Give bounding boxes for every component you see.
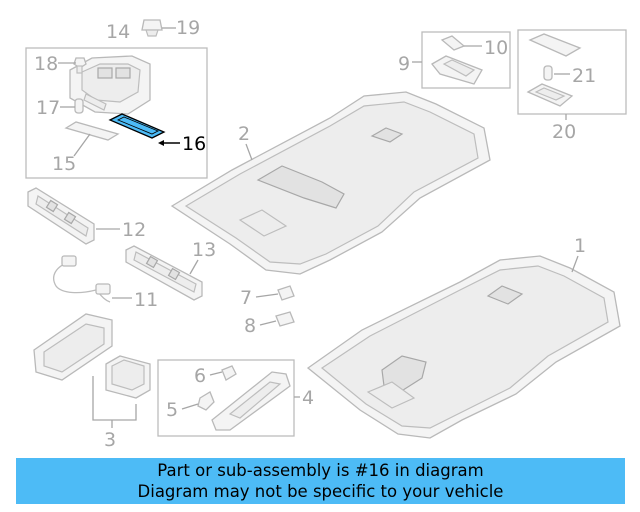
leader-7 (255, 293, 279, 298)
part-16-highlighted (108, 113, 166, 139)
leader-15 (73, 133, 91, 157)
callout-11: 11 (134, 289, 158, 311)
clip-19 (141, 19, 163, 37)
callout-19: 19 (176, 17, 200, 39)
bulb-21 (543, 65, 553, 81)
callout-1: 1 (574, 235, 586, 257)
callout-16: 16 (182, 133, 206, 155)
callout-6: 6 (194, 365, 206, 387)
clip-8 (275, 311, 295, 327)
leader-13 (189, 259, 199, 275)
callout-20: 20 (552, 121, 576, 143)
group-frame-9 (421, 31, 511, 89)
callout-13: 13 (192, 239, 216, 261)
map-lamp-9 (431, 55, 483, 85)
lens-15 (64, 121, 120, 141)
callout-3: 3 (104, 429, 116, 451)
leader-5 (181, 403, 199, 410)
leader-2 (245, 143, 253, 161)
lamp-20 (526, 33, 582, 107)
callout-10: 10 (484, 37, 508, 59)
trim-panel-13 (125, 245, 203, 301)
group-frame-14 (25, 47, 208, 179)
info-banner: Part or sub-assembly is #16 in diagram D… (16, 458, 625, 504)
leader-6 (209, 371, 223, 376)
leader-8 (259, 320, 277, 326)
leader-16-arrow (158, 140, 164, 146)
banner-line-2: Diagram may not be specific to your vehi… (137, 482, 504, 501)
bulb-17 (74, 98, 84, 114)
leader-1 (571, 255, 579, 273)
callout-4: 4 (302, 387, 314, 409)
callout-14: 14 (106, 21, 130, 43)
visor-bracket-5 (197, 391, 215, 411)
visor-clip-6 (221, 365, 237, 381)
callout-7: 7 (240, 287, 252, 309)
callout-5: 5 (166, 399, 178, 421)
callout-8: 8 (244, 315, 256, 337)
callout-18: 18 (34, 53, 58, 75)
callout-12: 12 (122, 219, 146, 241)
group-frame-20 (517, 29, 627, 115)
headliner-1 (306, 255, 621, 439)
trim-panel-12 (27, 187, 95, 245)
dome-lamp-3 (33, 313, 151, 399)
group-frame-4 (157, 359, 295, 437)
overhead-console-housing (69, 55, 151, 115)
wire-harness-11 (53, 255, 111, 303)
banner-line-1: Part or sub-assembly is #16 in diagram (157, 461, 484, 480)
callout-17: 17 (36, 97, 60, 119)
bulb-10 (440, 35, 466, 51)
sun-visor-4 (211, 371, 291, 431)
callout-21: 21 (572, 65, 596, 87)
callout-2: 2 (238, 123, 250, 145)
callout-9: 9 (398, 53, 410, 75)
headliner-2 (170, 91, 491, 275)
clip-7 (277, 285, 295, 301)
bracket-3 (92, 376, 137, 421)
callout-15: 15 (52, 153, 76, 175)
